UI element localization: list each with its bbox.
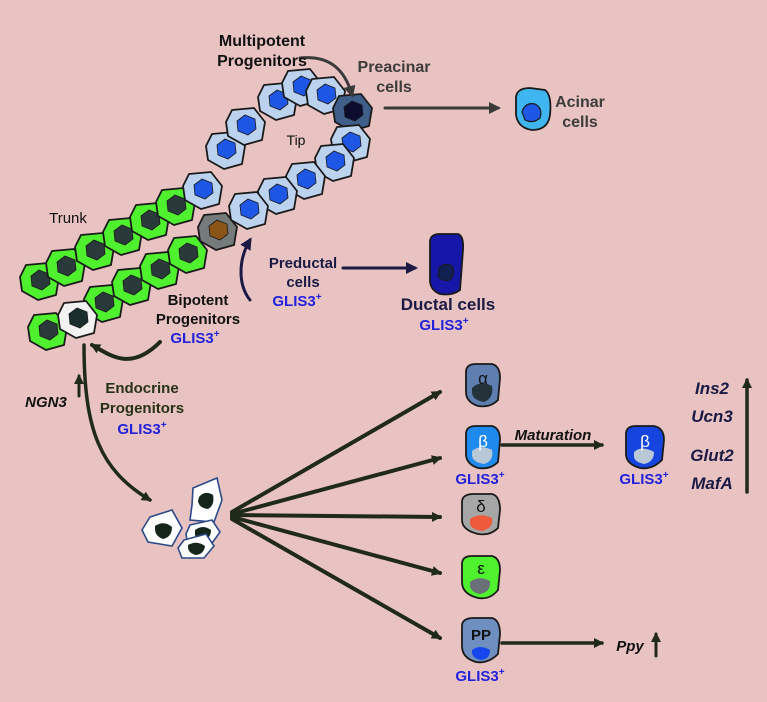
mature-beta-symbol: β [640, 432, 650, 451]
arrow-to-epsilon [230, 515, 442, 576]
beta-glis3: GLIS3+ [455, 470, 504, 488]
beta-symbol: β [478, 432, 488, 451]
preacinar-label-1: Preacinar [358, 59, 431, 76]
gene-ins2: Ins2 [695, 379, 730, 398]
preductal-glis3: GLIS3+ [272, 292, 321, 310]
arrow-to-preductal [239, 237, 252, 302]
preductal-label-2: cells [286, 274, 319, 291]
pp-glis3: GLIS3+ [455, 667, 504, 685]
pp-cell: PP [461, 617, 501, 664]
preductal-label-1: Preductal [269, 255, 337, 272]
trunk-label: Trunk [49, 210, 87, 227]
gene-mafa: MafA [691, 474, 733, 493]
multipotent-label-2: Progenitors [217, 53, 307, 70]
arrow-to-pp [230, 517, 442, 640]
endocrine-label-2: Progenitors [100, 400, 184, 417]
preductal-cell [197, 212, 238, 251]
gene-glut2: Glut2 [690, 446, 734, 465]
arrow-to-delta [230, 511, 442, 522]
arrows [74, 56, 752, 658]
arrow-to-endocrine-cluster [82, 343, 152, 502]
tip-cell [228, 191, 269, 230]
endocrine-glis3: GLIS3+ [117, 420, 166, 438]
tip-label: Tip [287, 132, 306, 148]
trunk-cell [167, 235, 208, 274]
marker-genes: Ins2 Ucn3 Glut2 MafA [690, 379, 734, 493]
arrow-to-endocrine [90, 340, 162, 361]
labels: Multipotent Progenitors Preacinar cells … [25, 33, 734, 685]
trunk-cell [27, 312, 68, 351]
alpha-cell: α [465, 363, 501, 408]
tip-cell [314, 143, 355, 182]
tip-cell [182, 171, 223, 210]
ductal-glis3: GLIS3+ [419, 316, 468, 334]
acinar-label-2: cells [562, 114, 598, 131]
maturation-label: Maturation [515, 427, 592, 444]
epsilon-symbol: ε [477, 559, 485, 578]
delta-symbol: δ [476, 497, 485, 516]
bipotent-label-2: Progenitors [156, 311, 240, 328]
preacinar-label-2: cells [376, 79, 412, 96]
trunk-cell [45, 248, 86, 287]
ppy-label: Ppy [616, 638, 644, 655]
epsilon-cell: ε [461, 555, 501, 600]
bipotent-glis3: GLIS3+ [170, 329, 219, 347]
pp-symbol: PP [471, 627, 491, 644]
multipotent-label-1: Multipotent [219, 33, 306, 50]
tip-cell [225, 107, 266, 146]
ductal-label: Ductal cells [401, 295, 496, 314]
mature-beta-cell: β [625, 425, 665, 470]
endocrine-progenitor-cluster [141, 476, 223, 559]
alpha-symbol: α [478, 369, 488, 388]
mature-beta-glis3: GLIS3+ [619, 470, 668, 488]
endocrine-label-1: Endocrine [105, 380, 178, 397]
gene-ucn3: Ucn3 [691, 407, 733, 426]
acinar-label-1: Acinar [555, 94, 605, 111]
bipotent-label-1: Bipotent [168, 292, 229, 309]
arrow-to-preacinar [298, 56, 356, 98]
bipotent-progenitor-cell [57, 300, 98, 339]
delta-cell: δ [461, 493, 501, 536]
arrow-to-beta [230, 455, 442, 516]
arrow-to-alpha [230, 390, 442, 514]
ngn3-label: NGN3 [25, 394, 67, 411]
acinar-cell [515, 87, 552, 131]
beta-cell: β [465, 425, 501, 470]
epithelium-cells [19, 68, 373, 351]
tip-cell [205, 131, 246, 170]
ductal-cell [429, 233, 465, 296]
